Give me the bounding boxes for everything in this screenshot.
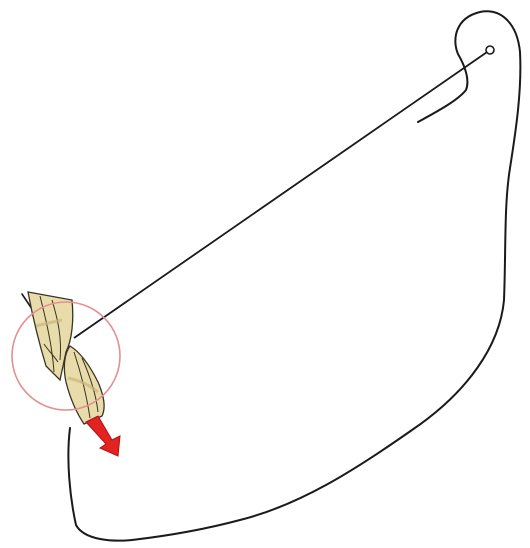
occlusal-reference-line [74, 50, 490, 338]
condyle-point-icon [486, 46, 494, 54]
lower-incisor [64, 346, 104, 424]
mandible-outline [68, 11, 520, 540]
arrow-down-right-icon [86, 416, 120, 456]
